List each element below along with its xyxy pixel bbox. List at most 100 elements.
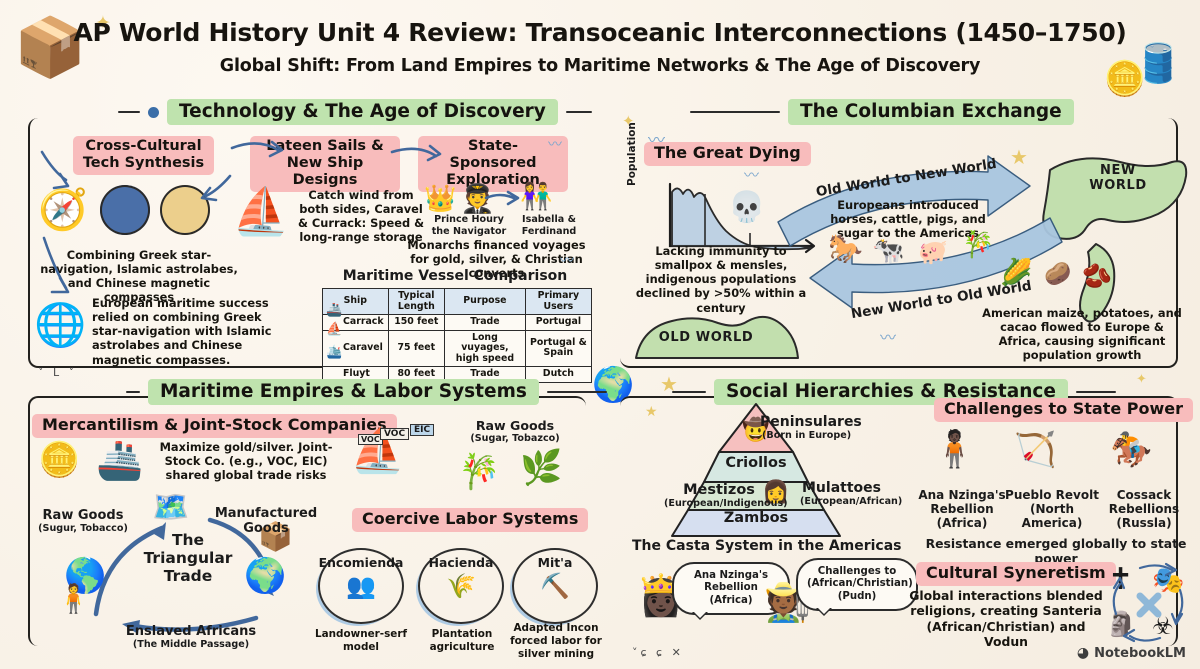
voc-flag-label: VOC	[380, 428, 410, 440]
enslaved-label: Enslaved Africans	[125, 624, 257, 639]
columbian-banner: The Columbian Exchange	[690, 99, 1074, 125]
maize-icon: 🌽	[1000, 258, 1033, 288]
mulattoes-sub: (European/African)	[800, 496, 903, 507]
casta-pyramid	[671, 403, 841, 537]
eic-flag-label: EIC	[410, 424, 435, 436]
cell-ship: Caravel	[322, 329, 389, 368]
sparkle-icon: ★	[645, 404, 658, 420]
hacienda-caption: Plantation agriculture	[429, 628, 495, 653]
great-dying-heading: The Great Dying	[644, 142, 811, 166]
navigator-portrait-icon: 🧑‍✈️	[460, 182, 495, 215]
raw-goods-node: Raw Goods (Sugur, Tobacco)	[26, 508, 140, 535]
col-purpose: Purpose	[444, 287, 526, 316]
labor-system-mita: Mit'a ⛏️	[512, 548, 598, 624]
sketch-marks: ˅ L ˅	[38, 366, 78, 379]
americas-map-icon: 🌎	[64, 556, 107, 596]
table-ship-icon: ⛵	[326, 322, 343, 337]
syncretism-heading: Cultural Syneretism	[916, 562, 1116, 586]
wave-decoration-icon: 〰	[560, 253, 574, 269]
sparkle-icon: ✦	[95, 12, 111, 34]
manufactured-sub: Goods	[243, 521, 289, 536]
sack-illustration: 🪙	[1103, 59, 1146, 99]
astrolabe-icon	[160, 185, 210, 235]
miner-icon: ⛏️	[540, 572, 570, 600]
old-world-label: OLD WORLD	[658, 330, 754, 345]
manufactured-goods-node: Manufactured Goods	[214, 506, 318, 536]
coercive-labor-heading: Coercive Labor Systems	[352, 508, 589, 532]
labor-system-hacienda: Hacienda 🌾	[418, 548, 504, 624]
isabella-ferdinand-label: Isabella &Ferdinand	[521, 214, 577, 237]
table-row: Carrack 150 feet Trade Portugal	[322, 314, 593, 331]
enslaved-person-icon: 🧍	[56, 582, 91, 615]
vessel-table-title: Maritime Vessel Comparison	[342, 268, 568, 284]
sketch-marks: ˅ɕ ɕ ✕	[632, 646, 684, 659]
raw-goods-company-node: Raw Goods (Sugar, Tobazco)	[460, 418, 570, 445]
crown-icon: 👑	[424, 184, 457, 214]
raw-goods-company-label: Raw Goods	[475, 418, 555, 433]
mita-label: Mit'a	[537, 555, 573, 570]
lateen-sails-caption: Catch wind from both sides, Caravel & Cu…	[298, 188, 424, 245]
veve-symbol-icon: ☣	[1152, 612, 1174, 640]
skull-icon: 💀	[728, 190, 766, 225]
lateen-ship-icon: ⛵	[232, 184, 290, 238]
europe-map-icon: 🗺️	[152, 490, 190, 525]
syncretism-caption: Global interactions blended religions, c…	[909, 588, 1103, 650]
table-header-row: Ship Typical Length Purpose Primary User…	[322, 287, 593, 316]
cross-cultural-caption: Combining Greek star-navigation, Islamic…	[40, 248, 238, 305]
cell-purpose: Trade	[444, 314, 526, 331]
col-users: Primary Users	[524, 287, 593, 316]
cacao-icon: 🫘	[1082, 262, 1112, 290]
state-sponsored-caption: Monarchs financed voyages for gold, silv…	[407, 238, 586, 281]
pueblo-revolt-label: Pueblo Revolt(North America)	[1005, 488, 1099, 531]
horse-rider-icon: 🏇	[1110, 430, 1153, 470]
cow-icon: 🐄	[872, 236, 905, 266]
old-world-map	[635, 315, 799, 359]
maritime-banner: Maritime Empires & Labor Systems	[126, 379, 607, 405]
peninsulares-portrait-icon: 🤠	[742, 418, 770, 443]
population-axis-label: Population	[626, 122, 638, 186]
african-mask-icon: 🎭	[1152, 566, 1185, 596]
monarch-pair-icon: 👫	[520, 182, 553, 212]
enslaved-sub: (The Middle Passage)	[132, 639, 250, 650]
cell-users: Portugal	[524, 314, 593, 331]
pyramid-level-criollos: Criollos	[725, 455, 787, 471]
notebooklm-label: NotebookLM	[1094, 645, 1186, 661]
cell-users: Dutch	[524, 366, 593, 383]
cross-cultural-detail: European maritime success relied on comb…	[92, 296, 272, 367]
triangular-trade-arrows	[93, 517, 275, 634]
enslaved-africans-node: Enslaved Africans (The Middle Passage)	[108, 624, 274, 651]
barrel-illustration: 🛢️	[1134, 41, 1182, 85]
sugarcane-bundle-icon: 🎋	[458, 452, 501, 492]
raw-goods-company-sub: (Sugar, Tobazco)	[470, 433, 560, 444]
columbian-banner-label: The Columbian Exchange	[788, 99, 1074, 125]
mercantilism-caption: Maximize gold/silver. Joint-Stock Co. (e…	[159, 440, 333, 483]
cell-purpose: Long vuyages, high speed	[444, 329, 526, 368]
bullet-dot-icon	[148, 106, 159, 118]
mestizos-sub: (European/Indigenous)	[664, 498, 788, 509]
cell-users: Portugal & Spain	[524, 329, 593, 368]
page-subtitle: Global Shift: From Land Empires to Marit…	[219, 56, 981, 76]
bubble-challenges: Challenges to(African/Christian)(Pudn)	[796, 558, 918, 617]
raw-goods-sub: (Sugur, Tobacco)	[38, 523, 128, 534]
sparkle-icon: ✦	[1136, 372, 1147, 387]
cell-length: 150 feet	[387, 314, 446, 331]
table-ship-icon: 🛳️	[326, 345, 343, 360]
vessel-comparison-table: Ship Typical Length Purpose Primary User…	[322, 287, 593, 383]
plantation-icon: 🌾	[446, 572, 476, 600]
raw-goods-label: Raw Goods	[42, 508, 124, 523]
col-ship: Ship	[322, 287, 389, 316]
tobacco-leaf-icon: 🌿	[520, 448, 563, 488]
page-title: AP World History Unit 4 Review: Transoce…	[73, 18, 1127, 47]
sparkle-icon: ★	[1010, 145, 1028, 169]
technology-panel	[28, 118, 586, 368]
syncretism-arrows	[1112, 562, 1184, 643]
sparkle-icon: ★	[660, 372, 678, 396]
encomienda-caption: Landowner-serf model	[315, 628, 407, 653]
old-to-new-caption: Europeans introduced horses, cattle, pig…	[830, 198, 986, 241]
